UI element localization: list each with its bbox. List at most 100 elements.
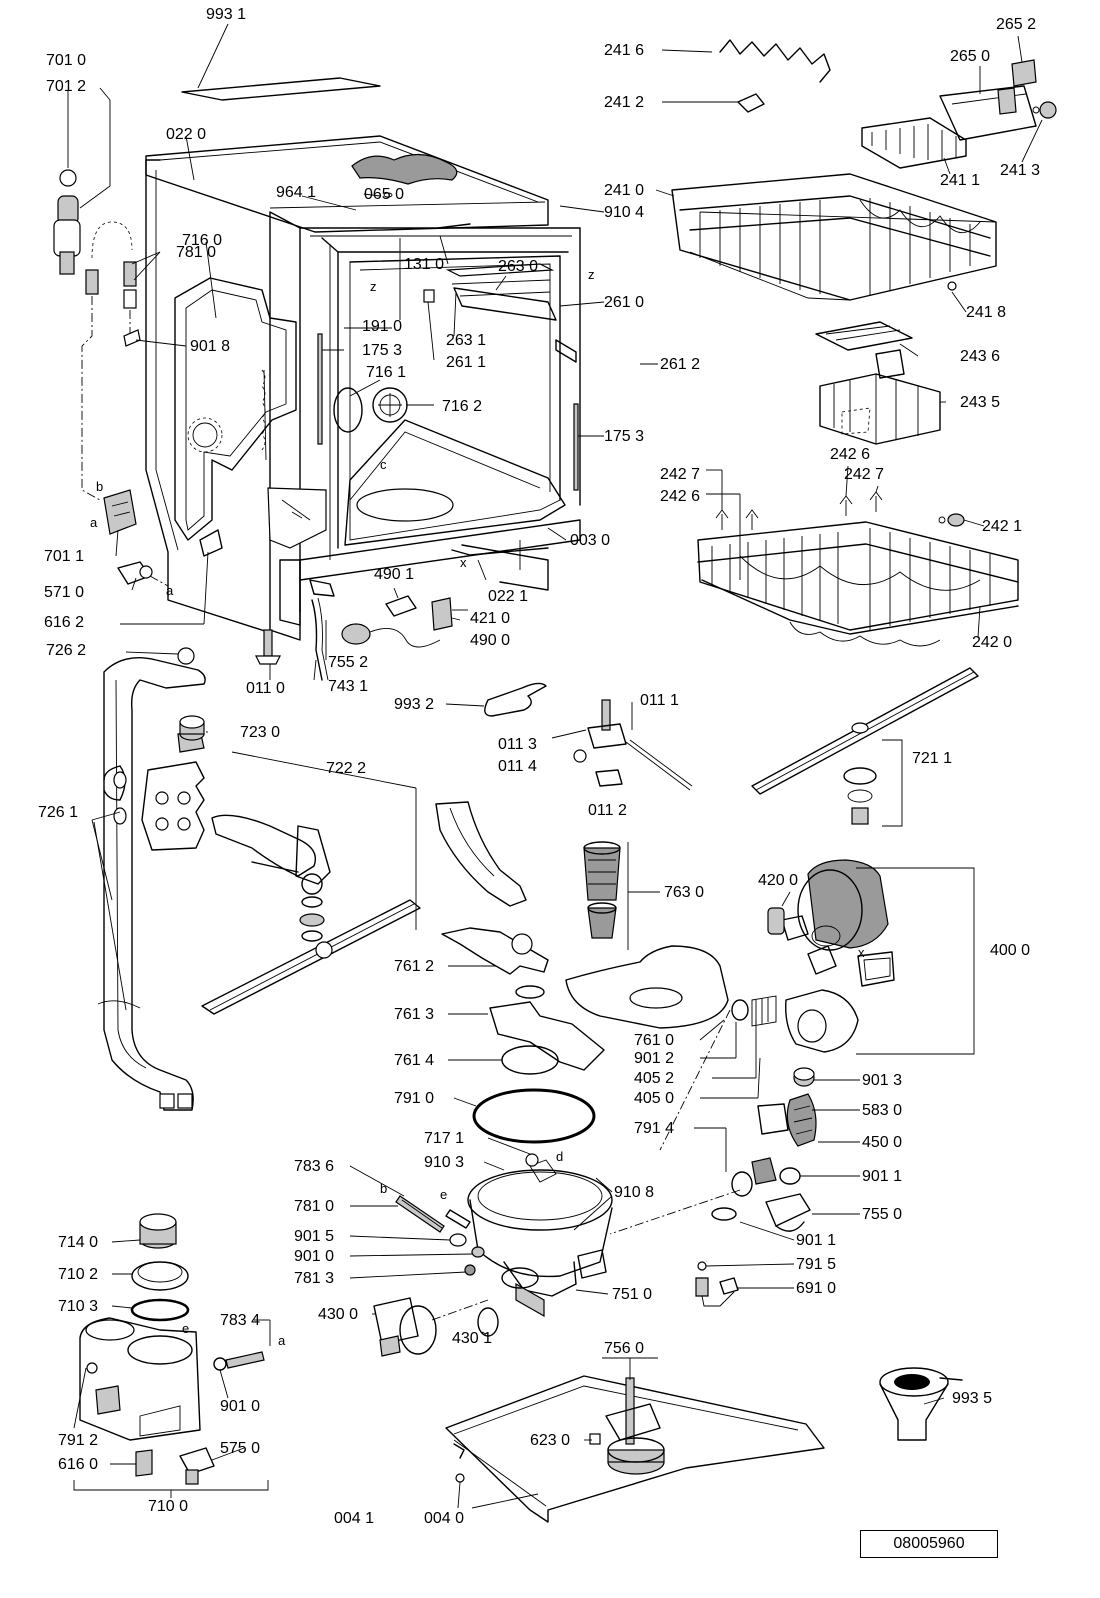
- clip-2412: [737, 93, 765, 113]
- callout-9015: 901 5: [294, 1228, 335, 1245]
- nut-7230: [179, 715, 205, 741]
- callout-2420: 242 0: [972, 634, 1013, 651]
- callout-1310: 131 0: [404, 256, 445, 273]
- callout-7613: 761 3: [394, 1006, 435, 1023]
- callout-2631: 263 1: [446, 332, 487, 349]
- callout-0030: 003 0: [570, 532, 611, 549]
- callout-0221: 022 1: [488, 588, 529, 605]
- callout-2426-left: 242 6: [660, 488, 701, 505]
- callout-0110: 011 0: [246, 680, 285, 697]
- callout-7103: 710 3: [58, 1298, 99, 1315]
- cup-rack-2411: [861, 117, 967, 169]
- callout-7834: 783 4: [220, 1312, 261, 1329]
- callout-2630: 263 0: [498, 258, 539, 275]
- callout-7810-lower: 781 0: [294, 1198, 335, 1215]
- pump-4300: [373, 1297, 499, 1357]
- upper-basket-2410: [671, 173, 997, 301]
- callout-7614: 761 4: [394, 1052, 435, 1069]
- callout-2435: 243 5: [960, 394, 1001, 411]
- callout-7100: 710 0: [148, 1498, 189, 1515]
- callout-1753-left: 175 3: [362, 342, 403, 359]
- rail-2650: [939, 59, 1057, 141]
- callout-2412: 241 2: [604, 94, 645, 111]
- callout-4000: 400 0: [990, 942, 1031, 959]
- callout-7010: 701 0: [46, 52, 87, 69]
- callout-7222: 722 2: [326, 760, 367, 777]
- callout-0220: 022 0: [166, 126, 207, 143]
- hoses-755-743: [309, 579, 335, 681]
- callout-9104: 910 4: [604, 204, 645, 221]
- callout-9010-lower: 901 0: [220, 1398, 261, 1415]
- callout-4050: 405 0: [634, 1090, 675, 1107]
- callout-4900: 490 0: [470, 632, 511, 649]
- callout-9018: 901 8: [190, 338, 231, 355]
- callout-5830: 583 0: [862, 1102, 903, 1119]
- callout-2421: 242 1: [982, 518, 1023, 535]
- callout-2650: 265 0: [950, 48, 991, 65]
- callout-2416: 241 6: [604, 42, 645, 59]
- callout-9932: 993 2: [394, 696, 435, 713]
- callout-6230: 623 0: [530, 1432, 571, 1449]
- marker-z-right: z: [588, 267, 595, 282]
- callout-9931: 993 1: [206, 6, 247, 23]
- callout-9011-lower: 901 1: [796, 1232, 837, 1249]
- callout-2418: 241 8: [966, 304, 1007, 321]
- callout-7262: 726 2: [46, 642, 87, 659]
- callout-9108: 910 8: [614, 1184, 655, 1201]
- callout-7550: 755 0: [862, 1206, 903, 1223]
- callout-7630: 763 0: [664, 884, 705, 901]
- wrench-9932: [445, 682, 547, 717]
- cutlery-basket-2435: [815, 321, 941, 445]
- water-inlet-assembly: [53, 87, 169, 587]
- callout-7610: 761 0: [634, 1032, 675, 1049]
- callout-7140: 714 0: [58, 1234, 99, 1251]
- sump-pipes-761: [435, 801, 729, 1075]
- marker-b-hose: b: [380, 1181, 388, 1196]
- callout-7612: 761 2: [394, 958, 435, 975]
- spray-assembly-7222: [141, 729, 421, 1015]
- callout-7160: 716 0: [182, 232, 223, 249]
- callout-0041: 004 1: [334, 1510, 375, 1527]
- callout-9010-upper: 901 0: [294, 1248, 335, 1265]
- marker-a-inlet: a: [90, 515, 98, 530]
- callout-4052: 405 2: [634, 1070, 675, 1087]
- lower-basket-2420: [697, 491, 1019, 647]
- callout-2410: 241 0: [604, 182, 645, 199]
- callout-7915: 791 5: [796, 1256, 837, 1273]
- callout-7261: 726 1: [38, 804, 79, 821]
- callout-9935: 993 5: [952, 1390, 993, 1407]
- adjustable-foot-011: [551, 699, 693, 791]
- callout-7810-upper: 781 0: [176, 244, 217, 261]
- marker-x-tub: x: [460, 555, 467, 570]
- callout-2427-left: 242 7: [660, 466, 701, 483]
- callout-4301: 430 1: [452, 1330, 493, 1347]
- callout-4500: 450 0: [862, 1134, 903, 1151]
- callout-7560: 756 0: [604, 1340, 645, 1357]
- callout-7171: 717 1: [424, 1130, 465, 1147]
- hoses-783-781: [395, 1195, 485, 1276]
- callout-7912: 791 2: [58, 1432, 99, 1449]
- callout-7813: 781 3: [294, 1270, 335, 1287]
- callout-6162: 616 2: [44, 614, 85, 631]
- callout-7011: 701 1: [44, 548, 85, 565]
- callout-7910: 791 0: [394, 1090, 435, 1107]
- leader-lines: [73, 35, 1043, 1509]
- drain-group: [609, 1067, 817, 1235]
- callout-7102: 710 2: [58, 1266, 99, 1283]
- callout-0114: 011 4: [498, 758, 537, 775]
- funnel-9935: [879, 1367, 963, 1441]
- callout-2652: 265 2: [996, 16, 1037, 33]
- callout-4300: 430 0: [318, 1306, 359, 1323]
- callout-7836: 783 6: [294, 1158, 335, 1175]
- callout-2411: 241 1: [940, 172, 981, 189]
- callout-5710: 571 0: [44, 584, 85, 601]
- seal-ring-7910: [472, 1088, 596, 1144]
- marker-b-inlet: b: [96, 479, 104, 494]
- wire-2416: [719, 39, 831, 83]
- callout-6910: 691 0: [796, 1280, 837, 1297]
- sensor-6910: [695, 1261, 739, 1307]
- callout-0111: 011 1: [640, 692, 679, 709]
- marker-x-motor: x: [858, 945, 865, 960]
